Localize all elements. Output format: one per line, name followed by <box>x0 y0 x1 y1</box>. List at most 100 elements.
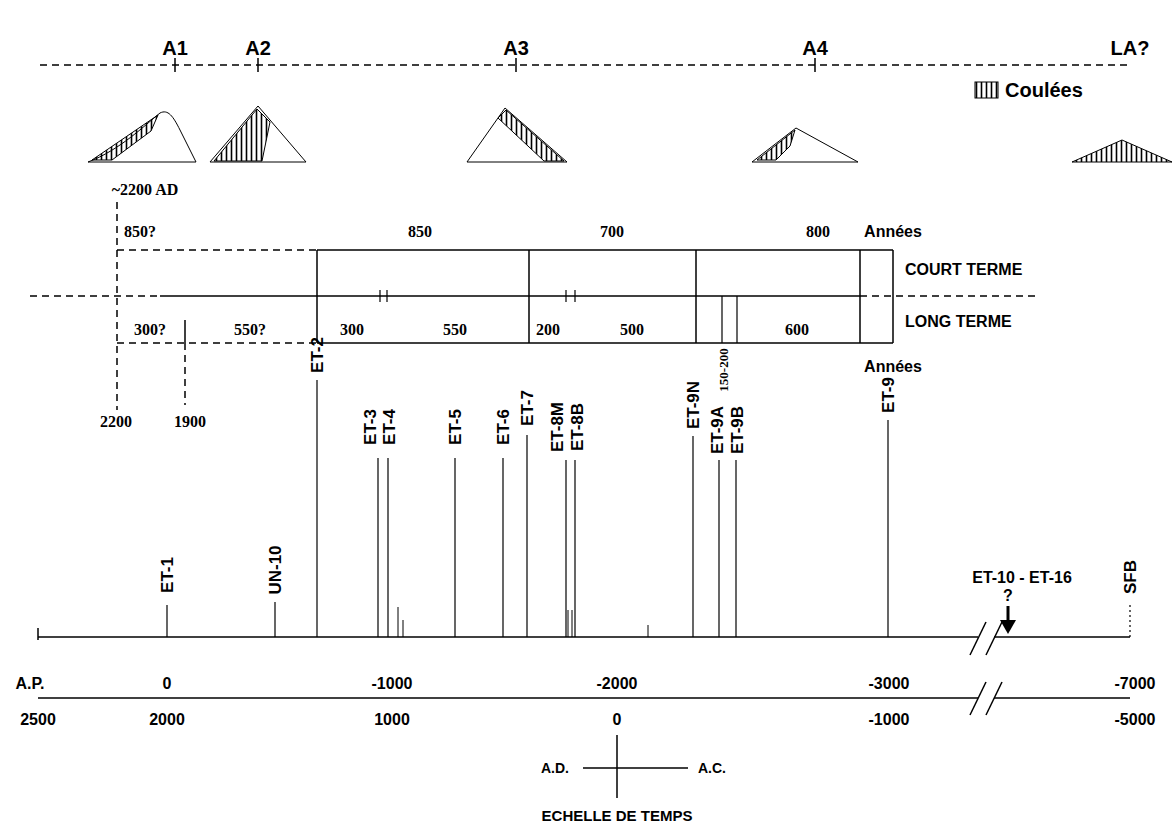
axis-number: 2000 <box>149 712 185 728</box>
duration-number: 300? <box>134 322 166 338</box>
event-line <box>735 460 736 637</box>
axis-number: 1000 <box>374 712 410 728</box>
event-line <box>387 458 388 637</box>
time-axis <box>994 697 1130 699</box>
event-line <box>565 460 566 637</box>
date-guide <box>116 202 118 410</box>
event-label: ET-3 <box>362 409 379 445</box>
event-label: ET-9N <box>685 381 702 429</box>
event-label: ET-9B <box>729 406 746 454</box>
duration-number: 550? <box>234 322 266 338</box>
lava-flow-hatch <box>1072 140 1172 162</box>
event-line <box>398 607 399 637</box>
phase-tick <box>257 58 259 72</box>
event-baseline <box>994 636 1130 638</box>
axis-number: -5000 <box>1115 712 1156 728</box>
phase-tick <box>515 58 517 72</box>
event-line <box>1129 605 1130 637</box>
duration-number: 150-200 <box>717 348 730 391</box>
event-label: ET-8M <box>549 402 566 452</box>
event-line <box>572 610 573 637</box>
phase-tick <box>814 58 816 72</box>
era-label: A.C. <box>698 761 726 775</box>
term-divider <box>859 250 861 343</box>
term-tick <box>379 290 380 302</box>
event-baseline <box>38 636 978 638</box>
scale-label: COURT TERME <box>905 262 1022 278</box>
term-divider <box>528 250 530 343</box>
event-label: SFB <box>1122 560 1139 594</box>
term-line <box>317 342 893 344</box>
lava-flow-hatch <box>498 110 564 161</box>
lava-flow-hatch <box>92 115 158 160</box>
phase-label: A4 <box>802 38 828 58</box>
duration-number: 550 <box>443 322 467 338</box>
term-divider <box>736 296 737 343</box>
duration-number: 850? <box>124 224 156 240</box>
scale-break <box>986 682 1002 715</box>
duration-number: 500 <box>620 322 644 338</box>
term-line <box>117 249 317 251</box>
unit-label: Années <box>864 359 922 375</box>
event-label: ET-5 <box>447 409 464 445</box>
event-label: ET-1 <box>159 557 176 593</box>
axis-number: -3000 <box>869 676 910 692</box>
axis-number: -2000 <box>597 676 638 692</box>
volcano-outline <box>210 106 306 162</box>
event-line <box>887 420 888 637</box>
date-label: 2200 <box>100 414 132 430</box>
axis-title: A.P. <box>15 676 44 692</box>
date-guide <box>184 343 186 405</box>
duration-number: 600 <box>785 322 809 338</box>
event-line <box>403 620 404 637</box>
term-tick <box>574 290 575 302</box>
term-line <box>160 295 860 297</box>
axis-number: -1000 <box>869 712 910 728</box>
term-line <box>117 342 317 344</box>
scale-break <box>970 622 986 655</box>
term-divider <box>892 250 894 343</box>
event-range-label: ET-10 - ET-16 <box>972 570 1072 586</box>
term-divider <box>316 250 318 343</box>
era-cross <box>583 767 688 769</box>
volcano-outline <box>752 128 858 162</box>
unit-label: Années <box>864 224 922 240</box>
axis-caption: ECHELLE DE TEMPS <box>542 808 693 823</box>
event-line <box>692 436 693 637</box>
phase-label: LA? <box>1111 38 1150 58</box>
arrow-head <box>1000 620 1016 634</box>
legend-swatches <box>975 82 998 98</box>
event-line <box>568 610 569 637</box>
axis-number: -7000 <box>1115 676 1156 692</box>
volcano-outline <box>467 108 567 162</box>
event-label: ET-7 <box>519 390 536 426</box>
term-tick <box>565 290 566 302</box>
time-axis <box>38 697 978 699</box>
axis-number: 2500 <box>20 712 56 728</box>
axis-number: 0 <box>613 712 622 728</box>
event-label: ET-6 <box>495 409 512 445</box>
event-line <box>316 380 317 637</box>
date-label: 1900 <box>174 414 206 430</box>
scale-break <box>986 622 1002 655</box>
legend-swatch <box>975 82 998 98</box>
event-label: ET-9 <box>880 377 897 413</box>
era-cross <box>616 735 618 798</box>
event-label: ET-4 <box>381 409 398 445</box>
phase-guide <box>40 64 1130 66</box>
event-line <box>574 460 575 637</box>
date-label: ~2200 AD <box>112 182 179 198</box>
duration-number: 800 <box>806 224 830 240</box>
scale-label: LONG TERME <box>905 314 1012 330</box>
duration-number: 200 <box>536 322 560 338</box>
duration-number: 300 <box>340 322 364 338</box>
event-line <box>648 625 649 637</box>
event-label: UN-10 <box>267 545 284 594</box>
term-line <box>30 295 160 297</box>
duration-number: 850 <box>408 224 432 240</box>
event-label: ET-8B <box>569 403 586 451</box>
timeline-lines <box>30 58 1130 798</box>
phase-label: A2 <box>245 38 271 58</box>
